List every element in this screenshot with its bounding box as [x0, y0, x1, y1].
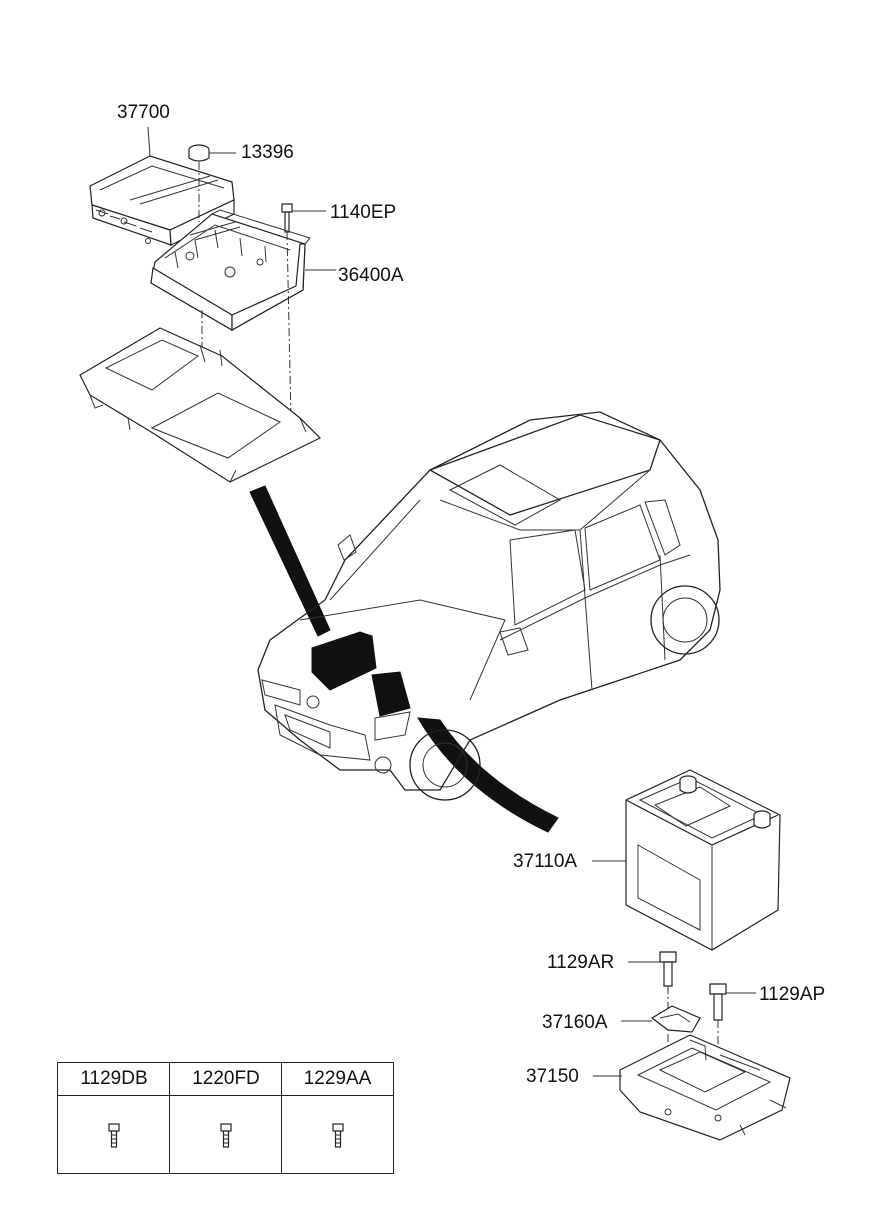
label-37150: 37150: [526, 1066, 579, 1087]
mounting-bracket[interactable]: [79, 327, 322, 483]
centerline-1140EP: [286, 231, 292, 421]
arrow-to-ecu: [249, 485, 331, 637]
label-1140EP: 1140EP: [330, 202, 397, 223]
bolt-1140EP[interactable]: [281, 203, 293, 233]
legend-divider: [281, 1063, 282, 1173]
legend-header-2: 1220FD: [170, 1063, 282, 1096]
battery-37110A[interactable]: [625, 769, 781, 951]
bolt-icon: [220, 1122, 232, 1148]
battery-location-mark: [371, 671, 411, 717]
legend-header-3: 1229AA: [282, 1063, 393, 1096]
leader-37700: [147, 126, 151, 157]
legend-cell-1: [58, 1096, 170, 1175]
module-36400A[interactable]: [150, 209, 311, 332]
legend-header-1: 1129DB: [58, 1063, 170, 1096]
bolt-icon: [108, 1122, 120, 1148]
nut-13396[interactable]: [188, 144, 210, 162]
clamp-37160A[interactable]: [650, 1005, 701, 1033]
label-13396: 13396: [241, 142, 294, 163]
label-37700: 37700: [117, 102, 170, 123]
fastener-legend-table: 1129DB 1220FD 1229AA: [57, 1062, 394, 1174]
ecu-location-mark: [311, 631, 377, 691]
battery-tray-37150[interactable]: [619, 1034, 791, 1141]
label-37160A: 37160A: [542, 1012, 608, 1033]
bolt-1129AP[interactable]: [709, 983, 727, 1021]
legend-cell-2: [170, 1096, 282, 1175]
legend-cell-3: [282, 1096, 393, 1175]
label-1129AR: 1129AR: [547, 952, 615, 973]
label-36400A: 36400A: [338, 265, 404, 286]
legend-divider: [169, 1063, 170, 1173]
label-1129AP: 1129AP: [759, 984, 826, 1005]
bolt-icon: [331, 1122, 344, 1148]
label-37110A: 37110A: [513, 851, 578, 872]
bolt-1129AR[interactable]: [659, 951, 677, 987]
car-illustration: [257, 411, 721, 801]
arrow-to-battery: [417, 717, 559, 833]
